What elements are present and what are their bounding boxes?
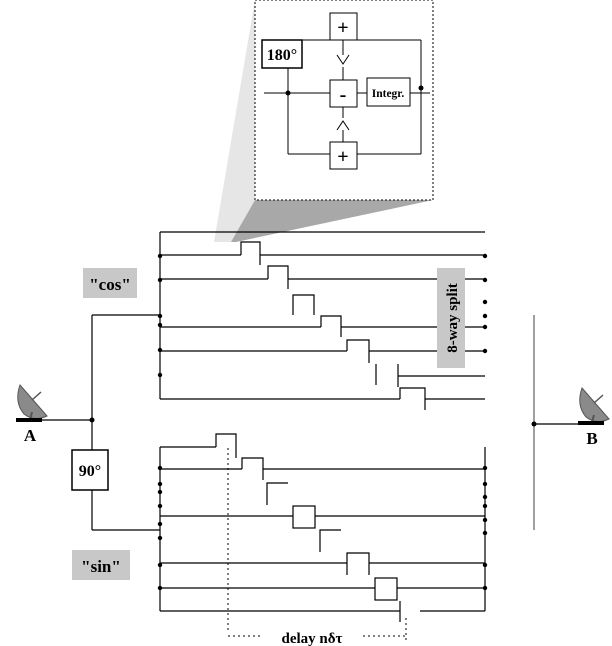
- node-a-label: A: [24, 426, 37, 445]
- phase-90-label: 90°: [79, 463, 101, 480]
- split-label: 8-way split: [445, 283, 461, 353]
- sin-label-box: [72, 550, 130, 580]
- delay-indicator: delay nδτ: [227, 448, 407, 646]
- integrator-label: Integr.: [372, 88, 405, 100]
- cos-label-box: [83, 268, 137, 298]
- mixer-detail-inset: + - + Integr. 180°: [254, 0, 434, 201]
- cos-bank: "cos": [83, 231, 488, 410]
- cos-label: "cos": [89, 275, 131, 294]
- phase-90-box: [71, 449, 109, 491]
- split-label-group: 8-way split: [437, 268, 465, 368]
- node-b-label: B: [586, 429, 597, 448]
- adder-top-box: [329, 12, 358, 41]
- antenna-dish-b-icon: [578, 387, 610, 425]
- integrator-box: [366, 77, 411, 107]
- phase-180-box: [261, 39, 303, 69]
- subtractor-box: [329, 79, 358, 108]
- sin-label: "sin": [81, 557, 121, 576]
- adder-top-label: +: [337, 17, 348, 39]
- sin-bank: "sin": [72, 433, 488, 622]
- adder-bottom-box: [329, 141, 358, 170]
- adder-bottom-label: +: [337, 146, 348, 168]
- phase-180-label: 180°: [267, 47, 297, 64]
- minus-label: -: [340, 84, 347, 106]
- input-feed: 90°: [40, 314, 160, 531]
- antenna-dish-a-icon: [16, 384, 48, 422]
- delay-label: delay nδτ: [282, 631, 343, 646]
